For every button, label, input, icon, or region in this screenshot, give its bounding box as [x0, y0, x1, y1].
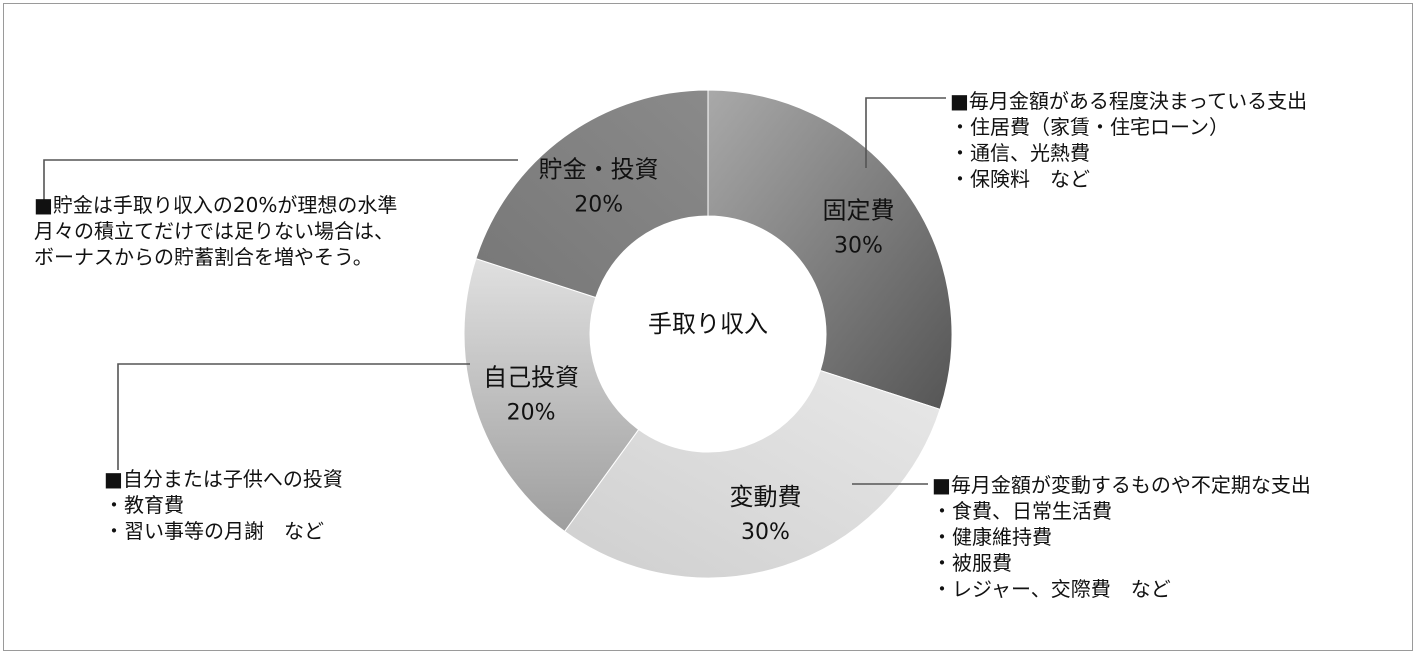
slice-fixed	[707, 89, 953, 411]
note-fixed: ■毎月金額がある程度決まっている支出 ・住居費（家賃・住宅ローン） ・通信、光熱…	[950, 88, 1307, 192]
center-label: 手取り収入	[648, 310, 768, 338]
note-self-invest-line-2: ・習い事等の月謝 など	[104, 519, 324, 543]
slice-label-fixed: 固定費	[822, 197, 894, 225]
note-variable-title: ■毎月金額が変動するものや不定期な支出	[932, 473, 1311, 497]
slice-percent-self-invest: 20%	[507, 400, 556, 425]
slice-percent-savings: 20%	[574, 193, 623, 218]
note-variable-line-4: ・レジャー、交際費 など	[932, 577, 1171, 601]
note-variable-line-2: ・健康維持費	[932, 525, 1052, 549]
note-fixed-line-3: ・保険料 など	[950, 167, 1090, 191]
note-self-invest-title: ■自分または子供への投資	[104, 467, 343, 491]
slice-percent-variable: 30%	[741, 520, 790, 545]
note-self-invest-line-1: ・教育費	[104, 493, 184, 517]
slice-self-invest	[463, 257, 640, 533]
slice-label-savings: 貯金・投資	[539, 156, 659, 184]
note-savings-line-1: 月々の積立てだけでは足りない場合は、	[34, 219, 394, 243]
leader-line-fixed	[865, 97, 946, 168]
note-savings-line-2: ボーナスからの貯蓄割合を増やそう。	[34, 245, 373, 269]
slice-savings	[475, 89, 709, 299]
note-variable: ■毎月金額が変動するものや不定期な支出 ・食費、日常生活費 ・健康維持費 ・被服…	[932, 472, 1311, 602]
chart-frame	[3, 3, 1413, 651]
note-fixed-line-1: ・住居費（家賃・住宅ローン）	[950, 115, 1229, 139]
slice-label-variable: 変動費	[729, 483, 801, 511]
slice-percent-fixed: 30%	[834, 234, 883, 259]
slice-variable	[563, 369, 941, 579]
note-savings: ■貯金は手取り収入の20%が理想の水準 月々の積立てだけでは足りない場合は、 ボ…	[34, 192, 397, 270]
note-fixed-title: ■毎月金額がある程度決まっている支出	[950, 89, 1308, 113]
note-variable-line-1: ・食費、日常生活費	[932, 499, 1112, 523]
note-fixed-line-2: ・通信、光熱費	[950, 141, 1090, 165]
note-self-invest: ■自分または子供への投資 ・教育費 ・習い事等の月謝 など	[104, 466, 343, 544]
slice-label-self-invest: 自己投資	[483, 363, 579, 391]
leader-line-self-invest	[117, 363, 470, 470]
leader-line-savings	[43, 159, 518, 200]
note-savings-title: ■貯金は手取り収入の20%が理想の水準	[34, 193, 398, 217]
note-variable-line-3: ・被服費	[932, 551, 1012, 575]
